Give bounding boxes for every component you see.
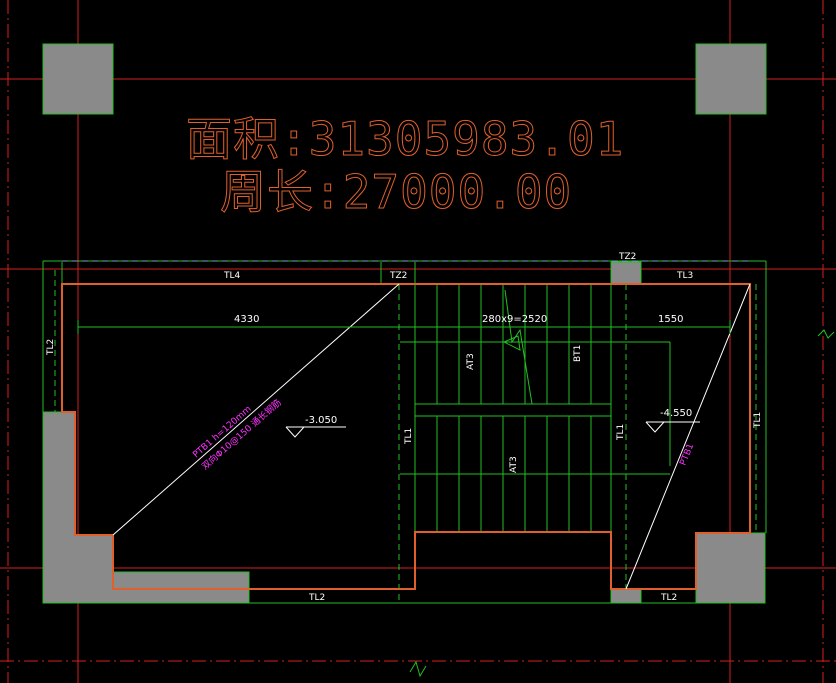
slab-note-right: PTB1 [679, 442, 697, 467]
area-label: 面积:31305983.01 [186, 112, 624, 166]
label-bt1: BT1 [573, 345, 583, 362]
column-bottom-mid [610, 588, 642, 604]
label-tl1-a: TL1 [404, 428, 414, 445]
dimension-right: 1550 [658, 314, 683, 325]
label-tz2-a: TZ2 [389, 271, 407, 281]
column-top-right [695, 43, 767, 115]
elevation-left: -3.050 [305, 415, 337, 426]
column-bottom-right [695, 532, 766, 604]
column-top-left [42, 43, 114, 115]
columns [42, 43, 767, 604]
label-tz2-b: TZ2 [618, 252, 636, 262]
perimeter-label: 周长:27000.00 [220, 165, 572, 219]
dimension-line [77, 320, 731, 334]
column-tz2 [610, 261, 642, 285]
label-at3-a: AT3 [466, 353, 476, 370]
label-tl1-c: TL1 [753, 412, 763, 429]
elevation-markers [285, 421, 700, 438]
label-tl1-b: TL1 [616, 424, 626, 441]
stair-treads [400, 283, 671, 533]
dimension-middle: 280x9=2520 [482, 314, 547, 325]
break-marks [409, 329, 835, 678]
label-tl3: TL3 [676, 271, 693, 281]
label-at3-b: AT3 [509, 456, 519, 473]
dimension-left: 4330 [234, 314, 259, 325]
slab-diagonals [112, 283, 751, 590]
slab-diagonal-left [112, 283, 400, 536]
label-tl2-mid: TL2 [46, 339, 56, 356]
area-outline [61, 283, 751, 590]
label-tl2-right: TL2 [660, 593, 677, 603]
elevation-right: -4.550 [660, 408, 692, 419]
slab-diagonal-right [625, 283, 751, 590]
label-tl4: TL4 [223, 271, 241, 281]
label-tl2-left: TL2 [308, 593, 325, 603]
